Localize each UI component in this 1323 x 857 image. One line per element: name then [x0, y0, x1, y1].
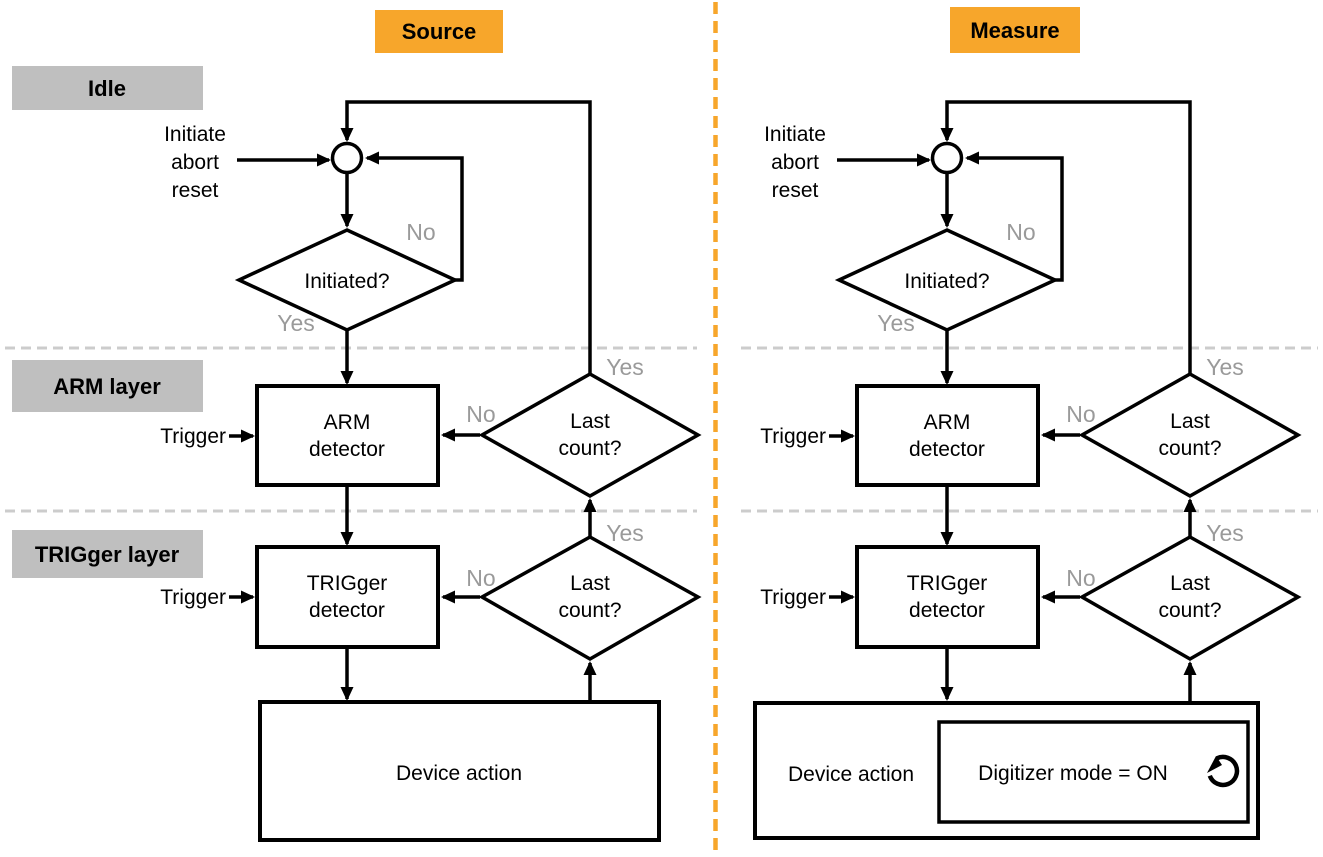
measure-initiated-label: Initiated?: [904, 270, 989, 293]
measure-initiate-label-line2: abort: [771, 151, 819, 174]
arm-layer-badge: [12, 360, 203, 412]
trigger-layer-label: TRIGger layer: [35, 542, 180, 567]
measure-arm-no-label: No: [1066, 401, 1095, 427]
source-arm-trigger-label: Trigger: [160, 425, 226, 448]
source-trig-detector-label-line2: detector: [309, 599, 385, 622]
source-arm-detector-label-line1: ARM: [324, 411, 371, 434]
source-junction-circle: [330, 141, 364, 175]
measure-arm-last-count-label-line1: Last: [1170, 410, 1210, 433]
measure-initiate-label-line3: reset: [772, 179, 819, 202]
source-arm-yes-label: Yes: [606, 354, 644, 380]
source-trig-last-count-label-line2: count?: [558, 599, 621, 622]
loop-repeat-icon-arc: [1207, 754, 1240, 788]
measure-header-badge: [950, 7, 1080, 53]
measure-arm-detector-label-line2: detector: [909, 438, 985, 461]
idle-layer-badge: [12, 66, 203, 110]
source-initiated-yes-label: Yes: [277, 310, 315, 336]
trigger-layer-badge: [12, 530, 203, 578]
measure-trig-detector-label-line1: TRIGger: [907, 572, 988, 595]
source-initiate-label-line2: abort: [171, 151, 219, 174]
measure-initiated-yes-label: Yes: [877, 310, 915, 336]
digitizer-mode-box: [937, 720, 1250, 824]
source-initiate-label-line1: Initiate: [164, 123, 226, 146]
source-initiated-diamond: [234, 228, 460, 332]
measure-arm-yes-label: Yes: [1206, 354, 1244, 380]
source-device-action-box: [258, 700, 661, 842]
source-trig-no-label: No: [466, 565, 495, 591]
source-column: Initiate abort reset Initiated? No Yes A…: [160, 100, 702, 842]
loop-repeat-icon-arrowhead: [1207, 756, 1222, 773]
measure-device-action-label: Device action: [788, 763, 914, 786]
measure-trig-last-count-label-line2: count?: [1158, 599, 1221, 622]
source-header-label: Source: [402, 19, 477, 44]
source-trig-last-count-label-line1: Last: [570, 572, 610, 595]
measure-trig-last-count-label-line1: Last: [1170, 572, 1210, 595]
loop-repeat-icon: [1207, 754, 1240, 788]
measure-column: Initiate abort reset Initiated? No Yes A…: [760, 100, 1302, 703]
source-arm-detector-label-line2: detector: [309, 438, 385, 461]
source-trig-detector-box: [255, 545, 440, 649]
source-trig-last-count-diamond: [478, 534, 702, 662]
source-loop-to-junction-line: [340, 100, 592, 374]
source-initiated-no-label: No: [406, 219, 435, 245]
measure-arm-last-count-diamond: [1078, 371, 1302, 499]
source-trig-trigger-label: Trigger: [160, 586, 226, 609]
measure-trig-detector-label-line2: detector: [909, 599, 985, 622]
measure-trig-detector-box: [855, 545, 1040, 649]
source-arm-last-count-label-line2: count?: [558, 437, 621, 460]
measure-trig-yes-label: Yes: [1206, 520, 1244, 546]
source-trig-yes-label: Yes: [606, 520, 644, 546]
measure-header-label: Measure: [970, 18, 1059, 43]
measure-loop-to-junction-line: [940, 100, 1192, 374]
source-header-badge: [375, 10, 503, 53]
source-initiate-label-line3: reset: [172, 179, 219, 202]
measure-initiated-no-label: No: [1006, 219, 1035, 245]
measure-arm-last-count-label-line2: count?: [1158, 437, 1221, 460]
measure-arm-detector-label-line1: ARM: [924, 411, 971, 434]
source-trig-detector-label-line1: TRIGger: [307, 572, 388, 595]
source-arm-detector-box: [255, 384, 440, 487]
measure-junction-circle: [930, 141, 964, 175]
measure-initiate-label-line1: Initiate: [764, 123, 826, 146]
digitizer-mode-label: Digitizer mode = ON: [978, 762, 1168, 785]
measure-trig-last-count-diamond: [1078, 534, 1302, 662]
arm-layer-label: ARM layer: [53, 374, 161, 399]
measure-arm-detector-box: [855, 384, 1040, 487]
idle-layer-label: Idle: [88, 76, 126, 101]
measure-initiated-diamond: [834, 228, 1060, 332]
measure-arm-trigger-label: Trigger: [760, 425, 826, 448]
measure-trig-no-label: No: [1066, 565, 1095, 591]
source-arm-no-label: No: [466, 401, 495, 427]
source-arm-last-count-diamond: [478, 371, 702, 499]
measure-trig-trigger-label: Trigger: [760, 586, 826, 609]
source-arm-last-count-label-line1: Last: [570, 410, 610, 433]
source-initiated-label: Initiated?: [304, 270, 389, 293]
source-device-action-label: Device action: [396, 762, 522, 785]
